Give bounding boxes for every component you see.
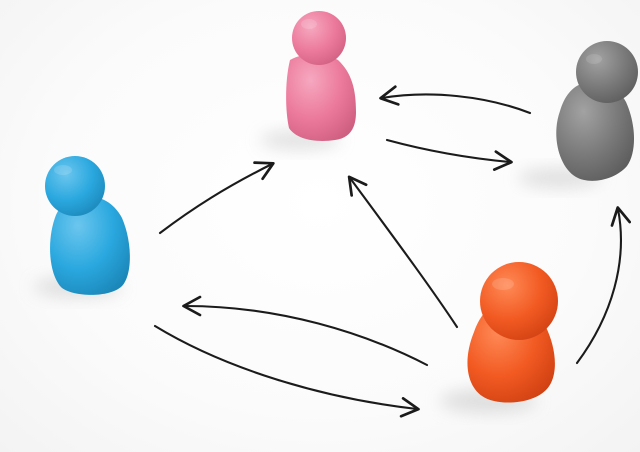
arrow-blue-to-orange	[153, 324, 420, 418]
pink-pawn	[286, 11, 356, 141]
gray-pawn	[556, 41, 638, 181]
arrow-orange-to-blue	[182, 295, 429, 367]
arrows	[153, 85, 632, 418]
arrow-orange-to-gray	[575, 206, 632, 365]
arrow-orange-to-pink	[347, 175, 459, 329]
arrow-pink-to-gray	[385, 138, 513, 171]
arrow-gray-to-pink	[379, 85, 532, 115]
arrow-blue-to-pink	[158, 161, 275, 235]
orange-pawn	[467, 262, 558, 403]
blue-pawn	[45, 156, 130, 295]
